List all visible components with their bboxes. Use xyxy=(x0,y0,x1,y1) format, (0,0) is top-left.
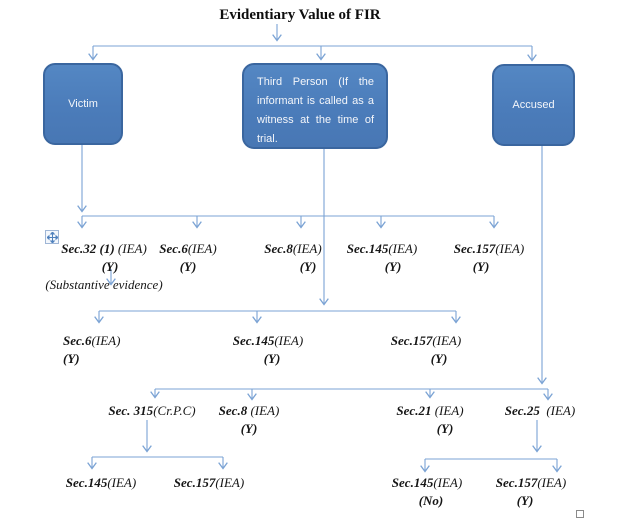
label-fork25-sec145: Sec.145(IEA) (No) xyxy=(392,474,462,510)
label-row2-sec145: Sec.145(IEA) (Y) xyxy=(233,332,303,368)
result-line: (Y) xyxy=(436,421,454,436)
section-line: Sec.157(IEA) xyxy=(390,333,462,348)
section-line: Sec.145(IEA) xyxy=(391,475,463,490)
section-line: Sec.157(IEA) xyxy=(453,241,525,256)
section-line: Sec.8 (IEA) xyxy=(218,403,280,418)
result-line: (Y) xyxy=(101,259,119,274)
section-line: Sec.157(IEA) xyxy=(173,475,245,490)
node-victim[interactable]: Victim xyxy=(43,63,123,145)
section-line: Sec.6(IEA) xyxy=(63,333,121,348)
section-line: Sec.6(IEA) xyxy=(159,241,217,256)
label-row1-sec32: Sec.32 (1) (IEA) (Y) (Substantive eviden… xyxy=(45,240,162,294)
label-fork25-sec157: Sec.157(IEA) (Y) xyxy=(496,474,566,510)
connector-victim-to-row1 xyxy=(77,145,499,229)
move-handle[interactable] xyxy=(45,230,59,244)
result-line: (Y) xyxy=(263,351,281,366)
result-line: (No) xyxy=(418,493,444,508)
result-line: (Y) xyxy=(179,259,197,274)
section-line: Sec.8(IEA) xyxy=(264,241,322,256)
result-line: (Y) xyxy=(430,351,448,366)
section-line: Sec.145(IEA) xyxy=(232,333,304,348)
label-row1-sec157: Sec.157(IEA) (Y) xyxy=(454,240,524,276)
section-line: Sec.21 (IEA) xyxy=(396,403,464,418)
section-line: Sec.145(IEA) xyxy=(65,475,137,490)
section-line: Sec.157(IEA) xyxy=(495,475,567,490)
result-line: (Y) xyxy=(516,493,534,508)
label-row2-sec157: Sec.157(IEA) (Y) xyxy=(391,332,461,368)
label-row3-sec315: Sec. 315(Cr.P.C) xyxy=(108,402,195,420)
result-line: (Y) xyxy=(63,351,80,366)
node-accused-label: Accused xyxy=(512,99,555,111)
label-row3-sec8: Sec.8 (IEA) (Y) xyxy=(219,402,280,438)
label-fork315-sec145: Sec.145(IEA) xyxy=(66,474,136,492)
label-row3-sec25: Sec.25 (IEA) xyxy=(505,402,575,420)
diagram-title: Evidentiary Value of FIR xyxy=(219,7,381,23)
section-line: Sec.25 (IEA) xyxy=(504,403,576,418)
connector-sec315-fork xyxy=(87,420,228,470)
note-line: (Substantive evidence) xyxy=(45,277,163,292)
move-cross-icon xyxy=(46,231,58,243)
node-third-person-label: Third Person (If the informant is called… xyxy=(257,76,374,145)
label-row2-sec6: Sec.6(IEA) (Y) xyxy=(63,332,120,368)
resize-handle-icon[interactable] xyxy=(576,510,584,518)
label-row1-sec145: Sec.145(IEA) (Y) xyxy=(347,240,417,276)
result-line: (Y) xyxy=(299,259,317,274)
section-line: Sec.145(IEA) xyxy=(346,241,418,256)
result-line: (Y) xyxy=(240,421,258,436)
label-row1-sec8: Sec.8(IEA) (Y) xyxy=(264,240,321,276)
node-victim-label: Victim xyxy=(68,98,98,110)
label-row1-sec6: Sec.6(IEA) (Y) xyxy=(159,240,216,276)
node-third-person[interactable]: Third Person (If the informant is called… xyxy=(242,63,388,149)
connector-title-to-boxes xyxy=(88,24,537,62)
result-line: (Y) xyxy=(472,259,490,274)
section-line: Sec.32 (1) (IEA) xyxy=(61,241,147,256)
result-line: (Y) xyxy=(384,259,402,274)
section-line: Sec. 315(Cr.P.C) xyxy=(108,403,196,418)
connector-thirdperson-to-row2 xyxy=(94,149,461,324)
label-row3-sec21: Sec.21 (IEA) (Y) xyxy=(396,402,463,438)
label-fork315-sec157: Sec.157(IEA) xyxy=(174,474,244,492)
node-accused[interactable]: Accused xyxy=(492,64,575,146)
